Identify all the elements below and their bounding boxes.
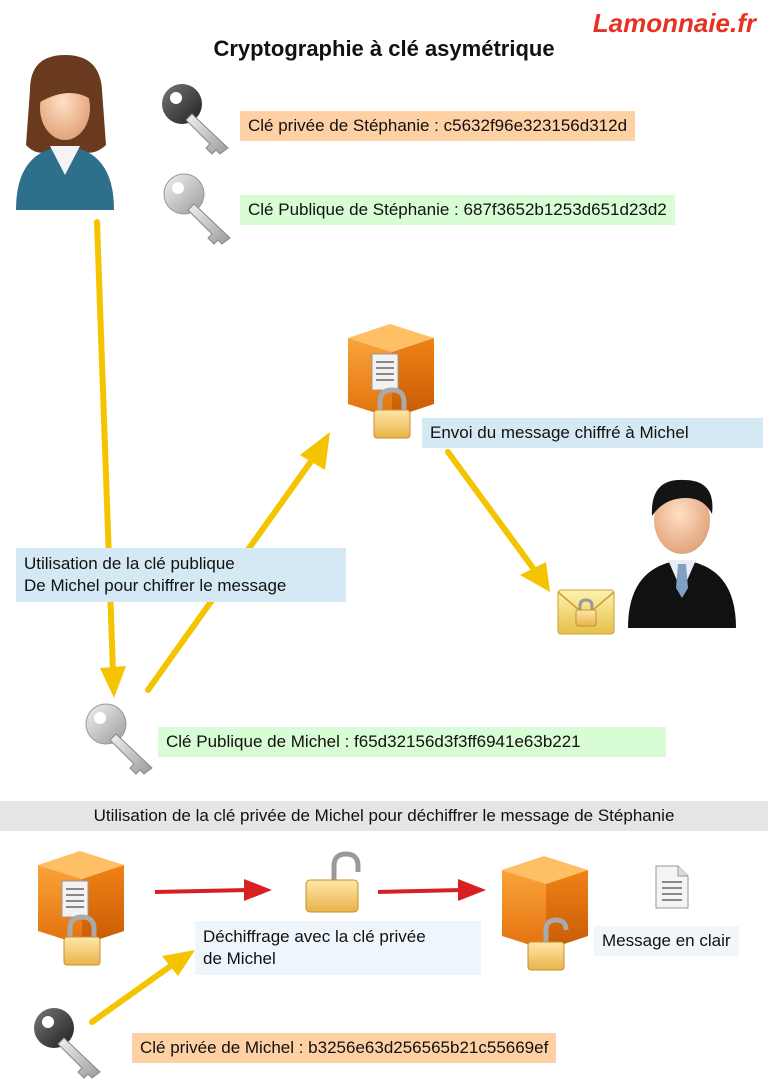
decrypt-line1: Déchiffrage avec la clé privée	[203, 927, 426, 946]
decrypt-banner: Utilisation de la clé privée de Michel p…	[0, 801, 768, 831]
man-user-icon	[628, 479, 736, 628]
michel-private-key-label: Clé privée de Michel : b3256e63d256565b2…	[132, 1033, 557, 1063]
dark-key-icon	[34, 1008, 101, 1079]
brand-logo: Lamonnaie.fr	[592, 8, 756, 38]
decrypt-label: Déchiffrage avec la clé privée de Michel	[195, 921, 481, 975]
silver-key-icon	[85, 703, 153, 775]
use-public-key-label: Utilisation de la clé publique De Michel…	[16, 548, 346, 602]
silver-key-icon	[163, 173, 231, 245]
orange-box-document-icon	[502, 856, 588, 971]
use-public-key-line2: De Michel pour chiffrer le message	[24, 576, 287, 595]
michel-public-key-label: Clé Publique de Michel : f65d32156d3f3ff…	[158, 727, 666, 757]
decrypt-line2: de Michel	[203, 949, 276, 968]
open-padlock-icon	[305, 851, 361, 913]
dark-key-icon	[162, 84, 229, 155]
stephanie-private-key-label: Clé privée de Stéphanie : c5632f96e32315…	[240, 111, 636, 141]
orange-box-document-icon	[348, 324, 434, 439]
stephanie-public-key-label: Clé Publique de Stéphanie : 687f3652b125…	[240, 195, 675, 225]
plaintext-label: Message en clair	[594, 926, 739, 956]
use-public-key-line1: Utilisation de la clé publique	[24, 554, 235, 573]
page-title: Cryptographie à clé asymétrique	[213, 36, 555, 61]
document-icon	[655, 865, 689, 909]
send-message-label: Envoi du message chiffré à Michel	[422, 418, 763, 448]
woman-user-icon	[16, 55, 114, 210]
orange-box-document-icon	[38, 851, 124, 966]
envelope-lock-icon	[557, 589, 615, 635]
